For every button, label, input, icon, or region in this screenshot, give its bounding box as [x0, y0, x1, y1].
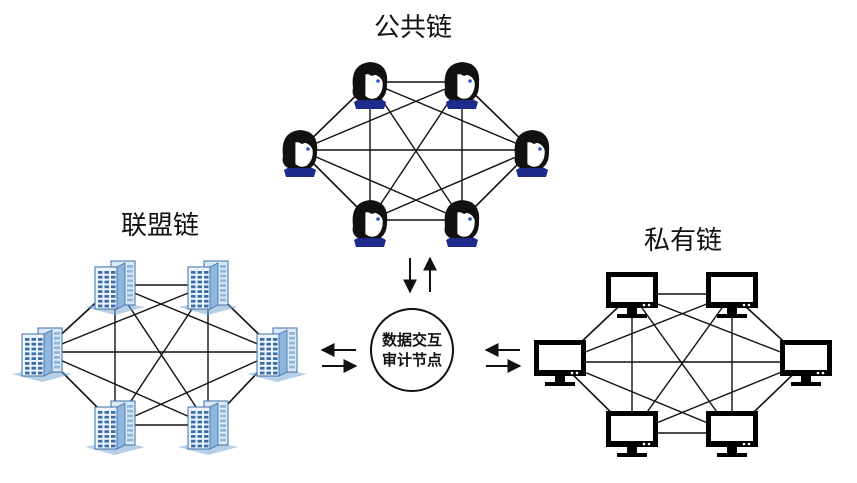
- server-building-icon: [85, 260, 145, 315]
- monitor-icon: [606, 411, 658, 457]
- person-icon: [352, 200, 388, 247]
- mesh-edge: [41, 351, 209, 426]
- monitor-icon: [780, 340, 832, 386]
- server-building-icon: [12, 327, 72, 382]
- server-building-icon: [247, 327, 307, 382]
- monitor-icon: [706, 411, 758, 457]
- mesh-edge: [631, 361, 807, 434]
- server-building-icon: [178, 260, 238, 315]
- monitor-icon: [706, 272, 758, 318]
- mesh-edge: [559, 361, 733, 434]
- audit-hub-label-line1: 数据交互: [382, 331, 442, 349]
- private-chain-title: 私有链: [644, 226, 722, 256]
- consortium-chain-edges: [41, 284, 278, 426]
- mesh-edge: [114, 351, 278, 426]
- mesh-edge: [299, 149, 463, 221]
- private-chain-nodes: [534, 272, 832, 457]
- person-icon: [282, 130, 318, 177]
- mesh-edge: [631, 293, 807, 363]
- mesh-edge: [299, 81, 463, 151]
- mesh-edge: [559, 293, 733, 363]
- server-building-icon: [178, 400, 238, 455]
- public-chain-nodes: [282, 62, 550, 247]
- monitor-icon: [534, 340, 586, 386]
- audit-hub-circle: [370, 308, 454, 392]
- public-chain-edges: [299, 81, 533, 221]
- person-icon: [514, 130, 550, 177]
- mesh-edge: [369, 81, 533, 151]
- mesh-edge: [369, 81, 463, 221]
- mesh-edge: [631, 293, 733, 434]
- monitor-icon: [606, 272, 658, 318]
- person-icon: [444, 200, 480, 247]
- public-chain-title: 公共链: [374, 13, 452, 43]
- consortium-chain-title: 联盟链: [121, 211, 199, 241]
- private-hub-arrows: [484, 343, 522, 373]
- private-chain-edges: [559, 293, 807, 434]
- person-icon: [352, 62, 388, 109]
- person-icon: [444, 62, 480, 109]
- consortium-chain-nodes: [12, 260, 307, 455]
- audit-hub-label-line2: 审计节点: [382, 351, 442, 369]
- mesh-edge: [41, 284, 209, 353]
- consortium-hub-arrows: [320, 343, 358, 373]
- server-building-icon: [85, 400, 145, 455]
- public-hub-arrows: [403, 256, 437, 294]
- mesh-edge: [369, 149, 533, 221]
- mesh-edge: [114, 284, 278, 353]
- audit-hub-node: 数据交互 审计节点: [370, 308, 454, 392]
